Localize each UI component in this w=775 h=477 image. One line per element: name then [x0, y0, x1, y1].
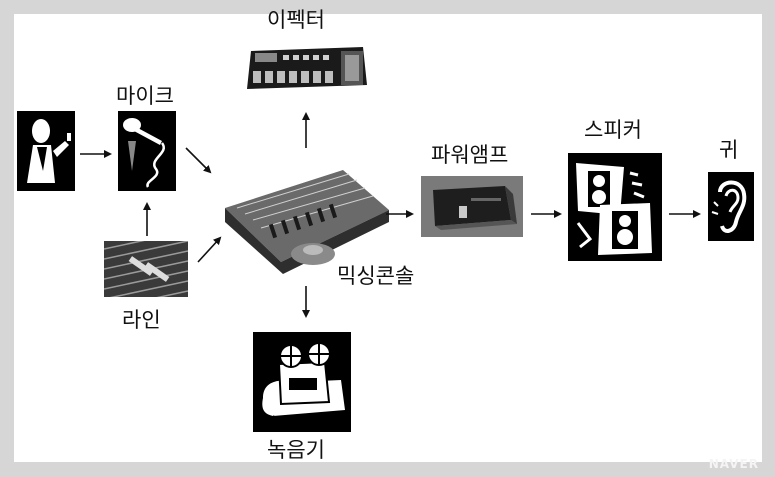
ear-label: 귀: [719, 138, 739, 162]
arrow-mic-to-mixer: [185, 147, 212, 174]
mixing-console-icon: [221, 166, 393, 276]
naver-watermark: NAVER: [708, 457, 759, 471]
singer-icon: [17, 111, 75, 191]
ear-icon: [708, 172, 754, 241]
signal-flow-diagram: 마이크 라인 이펙터: [14, 10, 762, 462]
flow-arrows: [80, 112, 701, 318]
effector-label: 이펙터: [267, 8, 325, 32]
speaker-icon: [568, 153, 662, 261]
mic-label: 마이크: [116, 84, 174, 108]
power-amp-label: 파워앰프: [431, 143, 509, 167]
recorder-label: 녹음기: [267, 438, 325, 462]
power-amplifier-icon: [421, 176, 523, 237]
speaker-label: 스피커: [584, 118, 642, 142]
effector-pedal-icon: [245, 45, 369, 91]
line-label: 라인: [122, 308, 161, 332]
mixer-label: 믹싱콘솔: [337, 264, 415, 288]
arrow-line-to-mixer: [197, 236, 222, 263]
microphone-icon: [118, 111, 176, 191]
tape-recorder-icon: [253, 332, 351, 432]
